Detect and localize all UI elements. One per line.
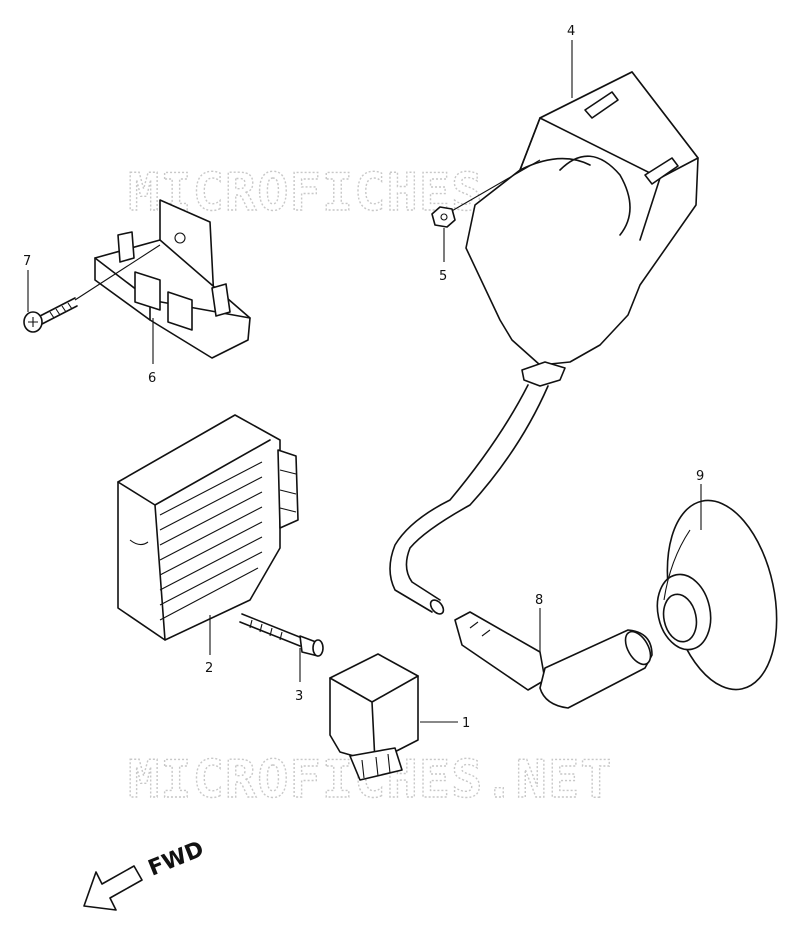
callout-5: 5 <box>439 269 447 284</box>
callout-9: 9 <box>696 469 704 484</box>
bracket <box>74 199 251 359</box>
callout-8: 8 <box>535 593 543 608</box>
callout-4: 4 <box>567 24 575 39</box>
screw <box>23 297 78 333</box>
bolt <box>239 613 324 657</box>
forward-arrow-icon <box>83 865 143 911</box>
callouts: 1 2 3 4 5 6 7 8 9 <box>23 24 704 731</box>
callout-2: 2 <box>205 661 213 676</box>
relay <box>329 653 419 781</box>
spark-plug-cap <box>454 611 653 709</box>
ignition-coil <box>389 71 699 615</box>
direction-label: FWD <box>145 837 208 882</box>
callout-1: 1 <box>462 716 470 731</box>
callout-3: 3 <box>295 689 303 704</box>
callout-6: 6 <box>148 371 156 386</box>
callout-7: 7 <box>23 254 31 269</box>
nut <box>431 206 456 228</box>
cap-seal <box>656 499 778 691</box>
regulator-rectifier <box>117 414 299 641</box>
forward-direction-indicator: FWD <box>83 837 208 911</box>
